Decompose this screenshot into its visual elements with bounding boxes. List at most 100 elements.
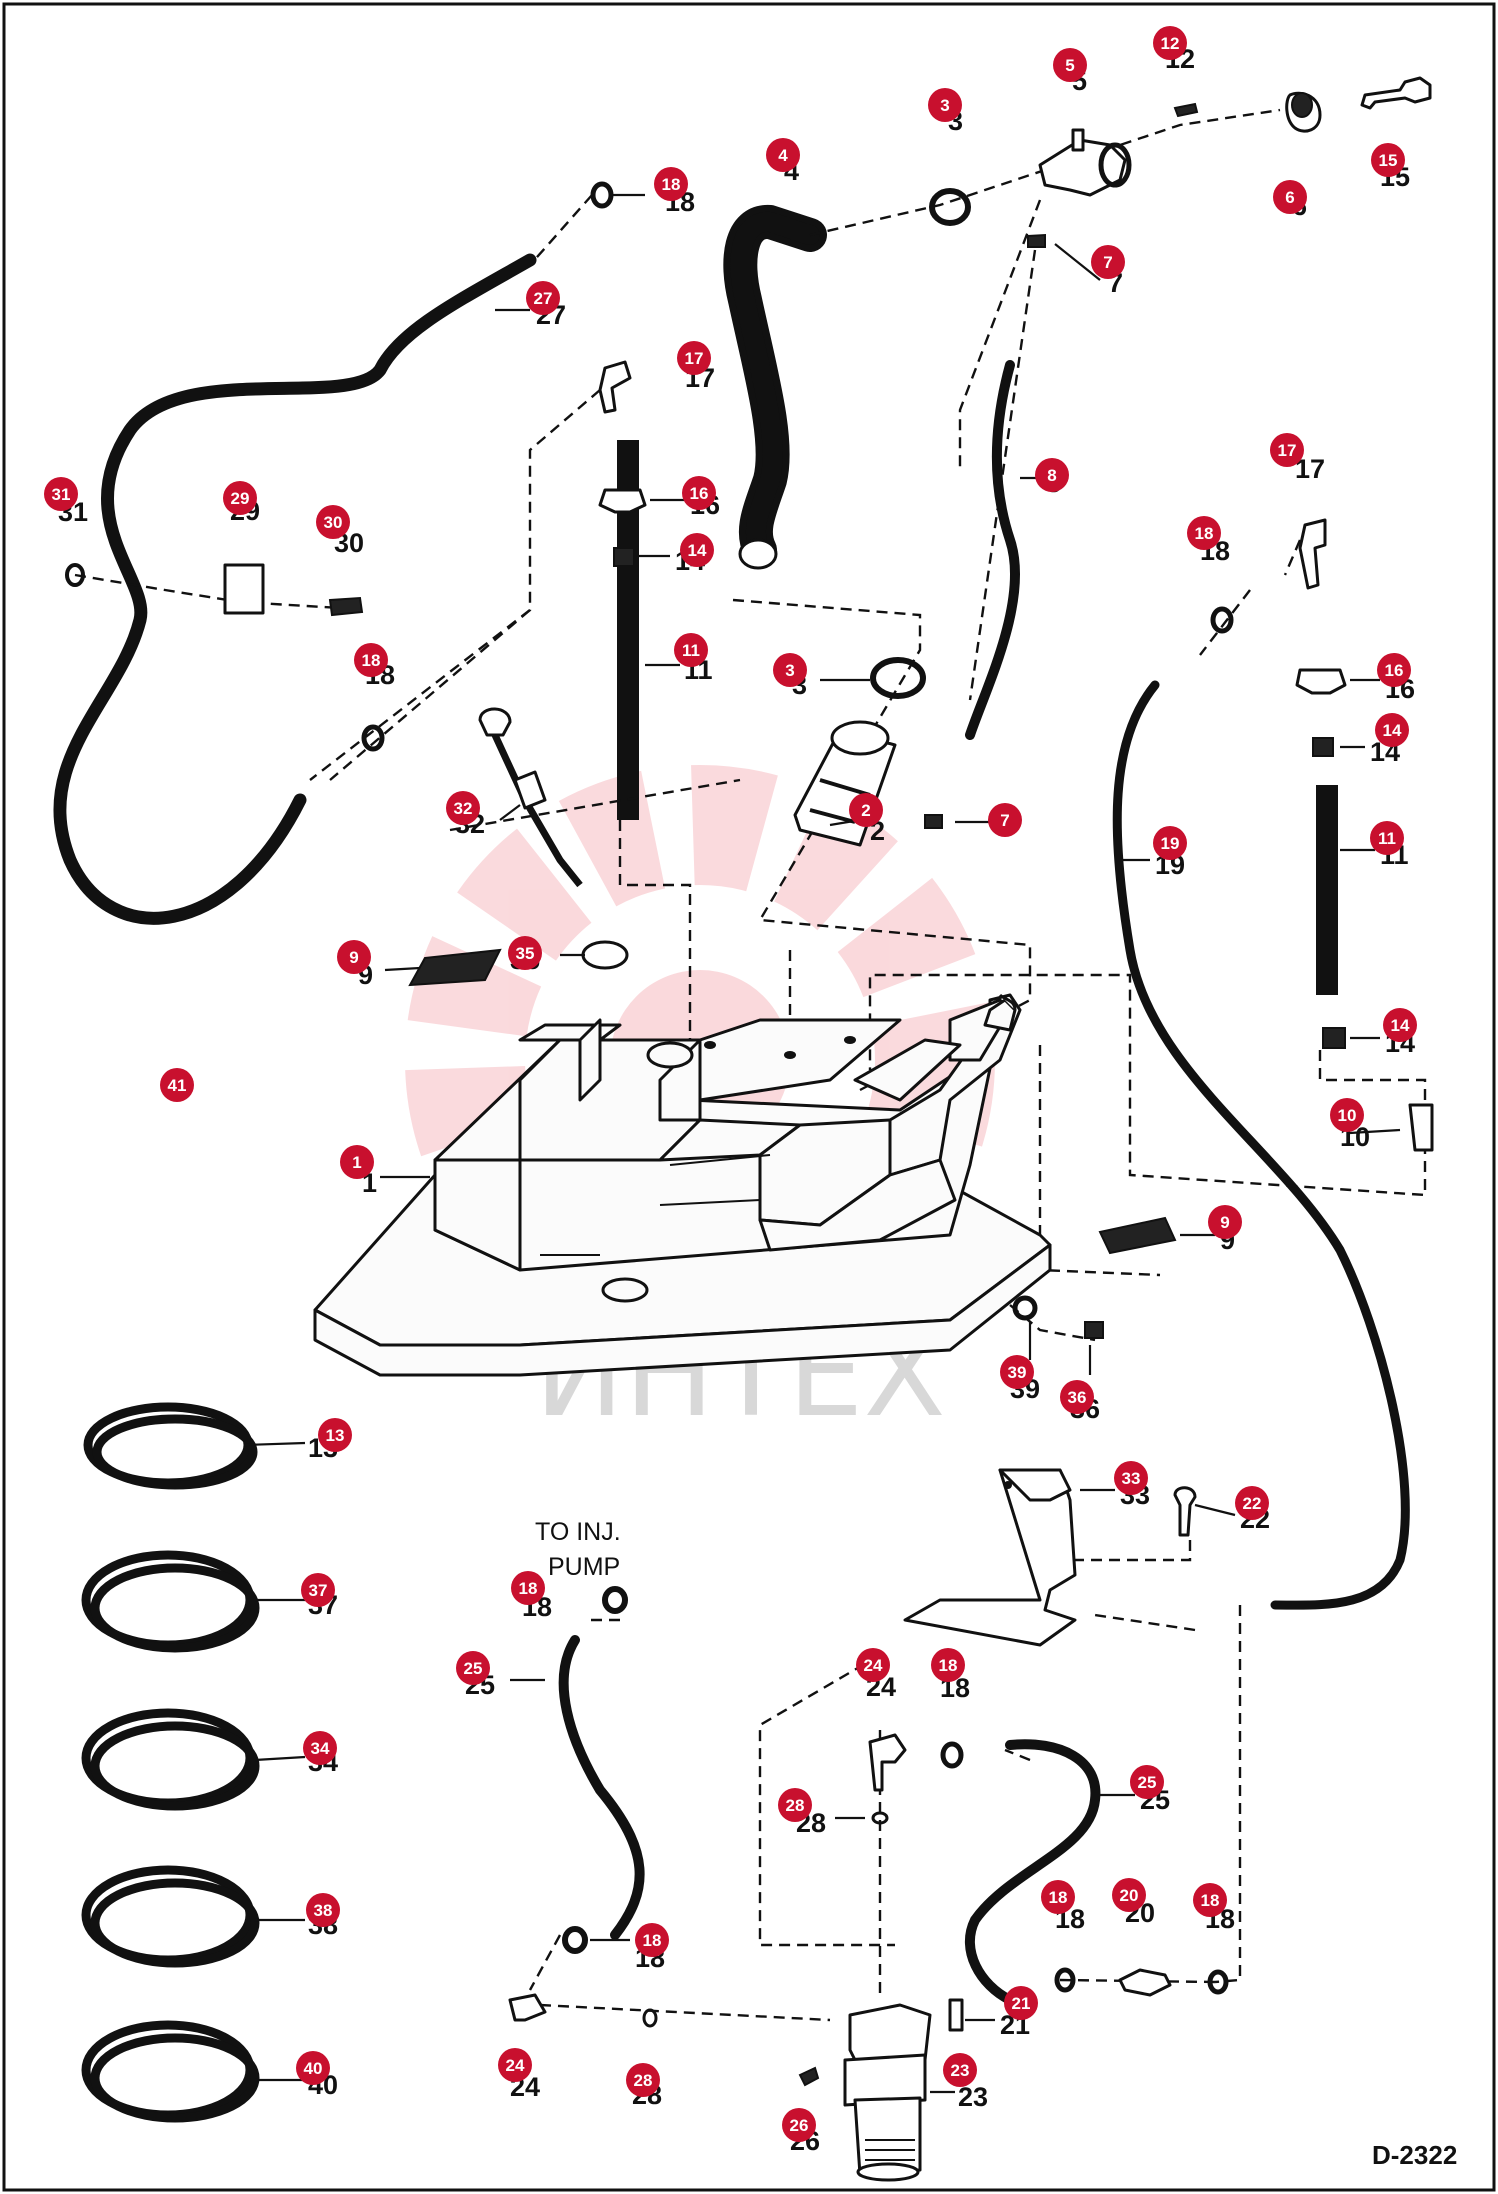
callout-badge-32[interactable]: 32	[446, 791, 480, 825]
callout-number: 39	[1008, 1363, 1027, 1382]
callout-badge-24[interactable]: 24	[498, 2048, 532, 2082]
callout-badge-13[interactable]: 13	[318, 1418, 352, 1452]
callout-badge-10[interactable]: 10	[1330, 1098, 1364, 1132]
callout-badge-22[interactable]: 22	[1235, 1486, 1269, 1520]
callout-badge-18[interactable]: 18	[1041, 1880, 1075, 1914]
fitting-21	[948, 1998, 964, 2032]
callout-badge-25[interactable]: 25	[1130, 1765, 1164, 1799]
callout-circle	[1235, 1486, 1269, 1520]
small-parts	[65, 76, 1434, 2182]
callout-badge-18[interactable]: 18	[354, 643, 388, 677]
callout-number: 24	[506, 2056, 525, 2075]
callout-badge-24[interactable]: 24	[856, 1648, 890, 1682]
callout-badge-11[interactable]: 11	[674, 633, 708, 667]
callout-badge-19[interactable]: 19	[1153, 826, 1187, 860]
callout-circle	[931, 1648, 965, 1682]
vent-hose-8	[965, 360, 1020, 740]
callout-circle	[773, 653, 807, 687]
hose-4-end	[738, 538, 778, 570]
callout-badge-28[interactable]: 28	[778, 1788, 812, 1822]
callout-badge-38[interactable]: 38	[306, 1893, 340, 1927]
callout-badge-14[interactable]: 14	[680, 533, 714, 567]
callout-number: 22	[1243, 1494, 1262, 1513]
callout-number: 14	[1391, 1016, 1410, 1035]
callout-number: 7	[1000, 811, 1009, 830]
callout-badge-23[interactable]: 23	[943, 2053, 977, 2087]
callout-badge-35[interactable]: 35	[508, 936, 542, 970]
callout-badge-26[interactable]: 26	[782, 2108, 816, 2142]
callout-badge-31[interactable]: 31	[44, 477, 78, 511]
callout-badge-18[interactable]: 18	[1193, 1883, 1227, 1917]
elbow-17-right	[1298, 518, 1327, 590]
clamp-3-mid	[870, 657, 926, 699]
callout-badge-39[interactable]: 39	[1000, 1355, 1034, 1389]
callout-badge-16[interactable]: 16	[682, 476, 716, 510]
callout-badge-34[interactable]: 34	[303, 1731, 337, 1765]
callout-badge-20[interactable]: 20	[1112, 1878, 1146, 1912]
callout-number: 16	[690, 484, 709, 503]
callout-number: 14	[688, 541, 707, 560]
callout-number: 3	[785, 661, 794, 680]
callout-badge-1[interactable]: 1	[340, 1145, 374, 1179]
callout-badge-16[interactable]: 16	[1377, 653, 1411, 687]
callout-badge-6[interactable]: 6	[1273, 180, 1307, 214]
callout-number: 27	[534, 289, 553, 308]
callout-badge-9[interactable]: 9	[1208, 1205, 1242, 1239]
callout-badge-33[interactable]: 33	[1114, 1461, 1148, 1495]
callout-badge-18[interactable]: 18	[654, 167, 688, 201]
callout-badge-28[interactable]: 28	[626, 2063, 660, 2097]
callout-badge-12[interactable]: 12	[1153, 26, 1187, 60]
coil-38	[81, 1865, 260, 1968]
callout-badge-17[interactable]: 17	[677, 341, 711, 375]
callout-badge-17[interactable]: 17	[1270, 433, 1304, 467]
callout-badge-8[interactable]: 8	[1035, 458, 1069, 492]
callout-badge-9[interactable]: 9	[337, 940, 371, 974]
callout-badge-18[interactable]: 18	[1187, 516, 1221, 550]
callout-badge-25[interactable]: 25	[456, 1651, 490, 1685]
grommet-16-left	[598, 488, 647, 514]
callout-number: 14	[1383, 721, 1402, 740]
callout-circle	[1375, 713, 1409, 747]
coil-40	[81, 2020, 260, 2123]
callout-number: 24	[864, 1656, 883, 1675]
callout-badge-18[interactable]: 18	[511, 1571, 545, 1605]
callout-badge-15[interactable]: 15	[1371, 143, 1405, 177]
fitting-10	[1408, 1103, 1434, 1152]
callout-badge-14[interactable]: 14	[1383, 1008, 1417, 1042]
callout-badge-37[interactable]: 37	[301, 1573, 335, 1607]
callout-circle	[674, 633, 708, 667]
callout-badge-36[interactable]: 36	[1060, 1380, 1094, 1414]
callout-badge-7[interactable]: 7	[1091, 245, 1125, 279]
callout-badge-3[interactable]: 3	[928, 88, 962, 122]
callout-circle	[1273, 180, 1307, 214]
pad-9-right	[1098, 1216, 1177, 1255]
callout-badge-4[interactable]: 4	[766, 138, 800, 172]
callout-badge-3[interactable]: 3	[773, 653, 807, 687]
callout-badge-18[interactable]: 18	[931, 1648, 965, 1682]
callout-badge-21[interactable]: 21	[1004, 1986, 1038, 2020]
callout-badge-29[interactable]: 29	[223, 481, 257, 515]
callout-badge-27[interactable]: 27	[526, 281, 560, 315]
callout-badge-7[interactable]: 7	[988, 803, 1022, 837]
hose-25-left	[558, 1635, 645, 1940]
callout-badge-2[interactable]: 2	[849, 793, 883, 827]
sender-32	[478, 707, 512, 737]
coil-37	[81, 1550, 260, 1653]
callout-number: 37	[309, 1581, 328, 1600]
callout-badge-41[interactable]: 41	[160, 1068, 194, 1102]
callout-badge-11[interactable]: 11	[1370, 821, 1404, 855]
callout-badge-40[interactable]: 40	[296, 2051, 330, 2085]
callout-badge-5[interactable]: 5	[1053, 48, 1087, 82]
nut-14-b	[1312, 737, 1334, 757]
callout-circle	[1130, 1765, 1164, 1799]
callout-number: 36	[1068, 1388, 1087, 1407]
callout-badge-30[interactable]: 30	[316, 505, 350, 539]
bolt-22	[1173, 1486, 1197, 1537]
callout-badge-18[interactable]: 18	[635, 1923, 669, 1957]
callout-badge-14[interactable]: 14	[1375, 713, 1409, 747]
callout-number: 25	[1138, 1773, 1157, 1792]
tank-drain-hole	[601, 1277, 649, 1303]
callout-number: 6	[1285, 188, 1294, 207]
callout-number: 34	[311, 1739, 330, 1758]
